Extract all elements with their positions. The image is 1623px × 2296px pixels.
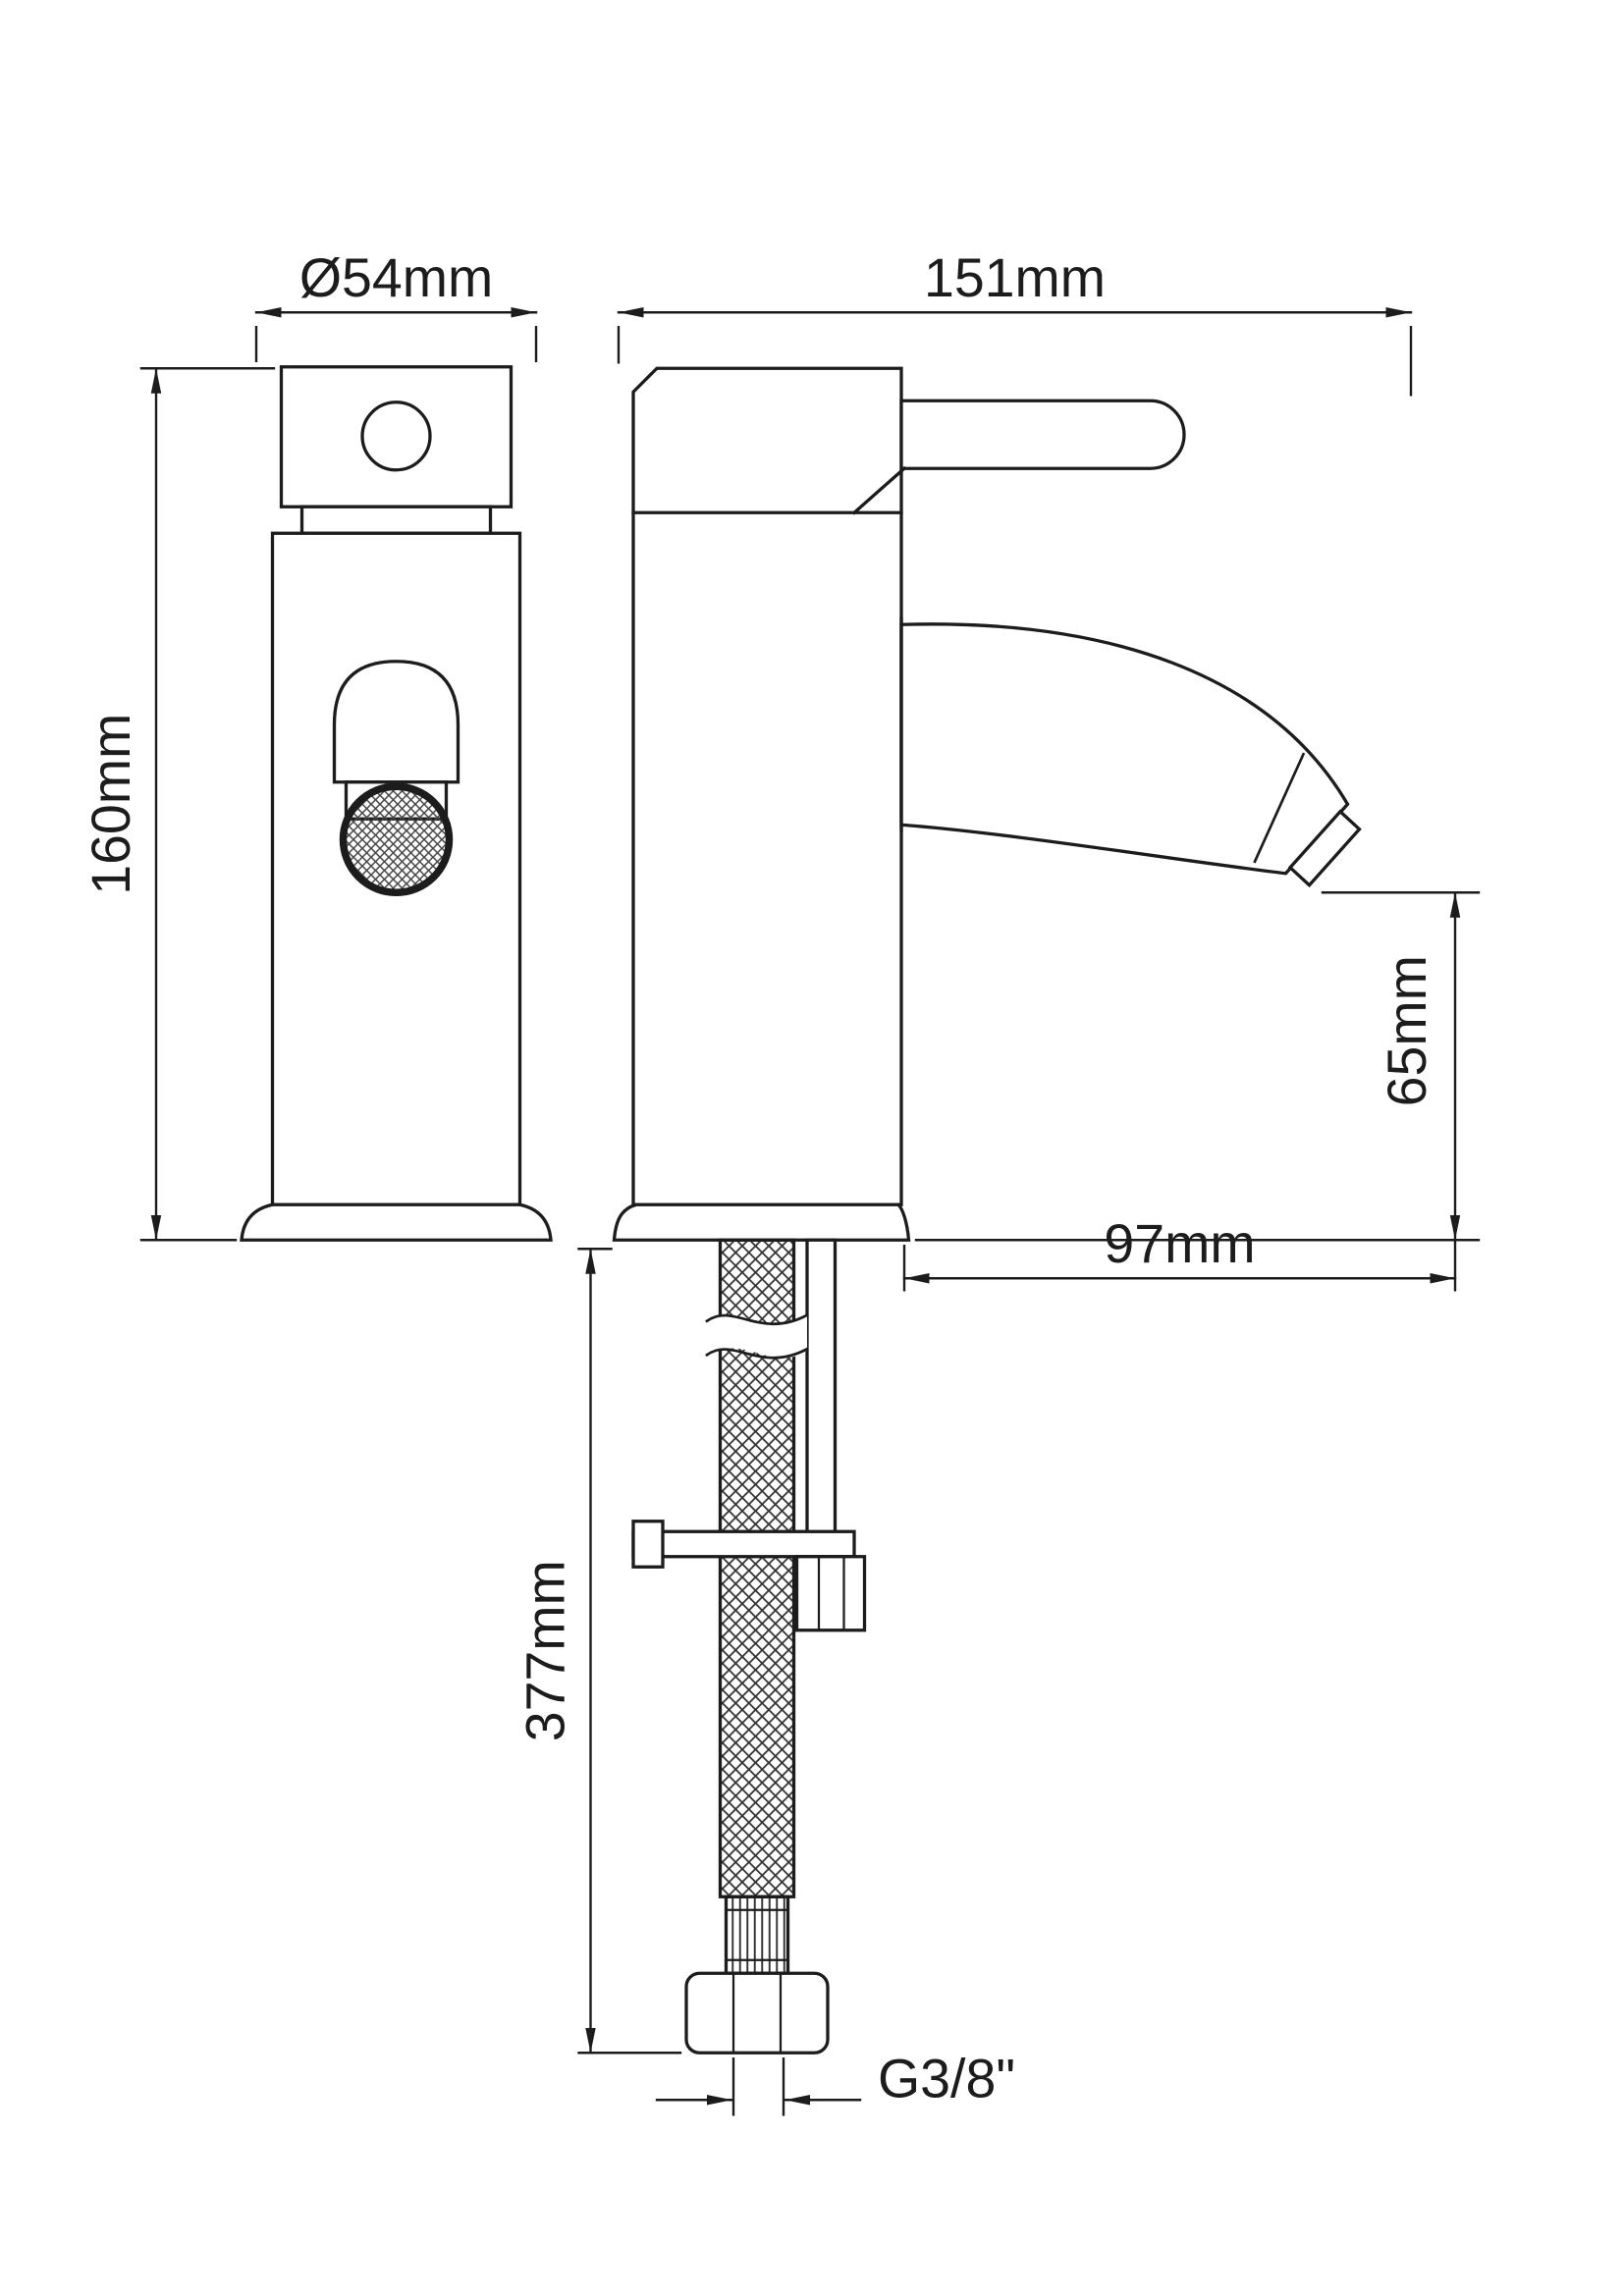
- label-overall-height: 160mm: [81, 714, 141, 895]
- side-body: [631, 366, 903, 1206]
- hose-break-mask: [707, 1314, 807, 1359]
- side-view: [612, 366, 1362, 2055]
- label-body-diameter: Ø54mm: [299, 247, 493, 308]
- hose-ferrule: [724, 1895, 790, 1975]
- side-handle-gusset: [851, 465, 907, 515]
- clamp-bracket: [631, 1529, 856, 1559]
- hose-ferrule-lines: [725, 1908, 789, 1961]
- front-base: [240, 1202, 553, 1242]
- dimension-spout-reach: [902, 1239, 1457, 1292]
- dimension-hose-length: [577, 1248, 682, 2055]
- stud-nut: [794, 1555, 867, 1632]
- label-hose-length: 377mm: [515, 1560, 576, 1741]
- label-thread: G3/8": [878, 2048, 1015, 2109]
- hose-break-line-top: [705, 1312, 809, 1326]
- side-base: [612, 1202, 911, 1242]
- side-handle-lever: [899, 399, 1186, 470]
- front-neck: [299, 505, 493, 535]
- hose-break-line-bottom: [705, 1347, 809, 1360]
- front-spout-dome: [332, 660, 460, 784]
- extension-lines: [139, 367, 276, 1242]
- side-spout: [899, 622, 1350, 876]
- stud-nut-facets: [817, 1555, 845, 1631]
- dimension-labels: Ø54mm 160mm 151mm 65mm 97mm 377mm G3/8": [81, 247, 1437, 2109]
- front-top-button: [360, 400, 432, 472]
- drawing-root: Ø54mm 160mm 151mm 65mm 97mm 377mm G3/8": [81, 247, 1481, 2116]
- extension-lines: [617, 326, 1413, 397]
- dimension-overall-depth: [617, 306, 1413, 397]
- label-overall-depth: 151mm: [924, 247, 1106, 308]
- extension-lines: [731, 2057, 785, 2116]
- side-spout-nozzle: [1287, 809, 1362, 888]
- dimension-overall-height: [139, 367, 276, 1242]
- extension-lines: [254, 326, 538, 362]
- front-view: [240, 365, 553, 1242]
- dimensions: [139, 306, 1481, 2116]
- dimension-thread: [655, 2057, 862, 2116]
- label-spout-height: 65mm: [1377, 955, 1437, 1106]
- clamp-bracket-end: [631, 1520, 665, 1569]
- connection-nut: [684, 1971, 830, 2055]
- front-aerator-mesh: [339, 782, 454, 896]
- dimension-spout-height: [914, 891, 1481, 1242]
- connection-nut-facets: [731, 1972, 783, 2055]
- side-spout-joint-line: [1253, 752, 1306, 864]
- extension-lines: [577, 1248, 682, 2055]
- dimension-body-diameter: [254, 306, 538, 362]
- label-spout-reach: 97mm: [1104, 1213, 1255, 1274]
